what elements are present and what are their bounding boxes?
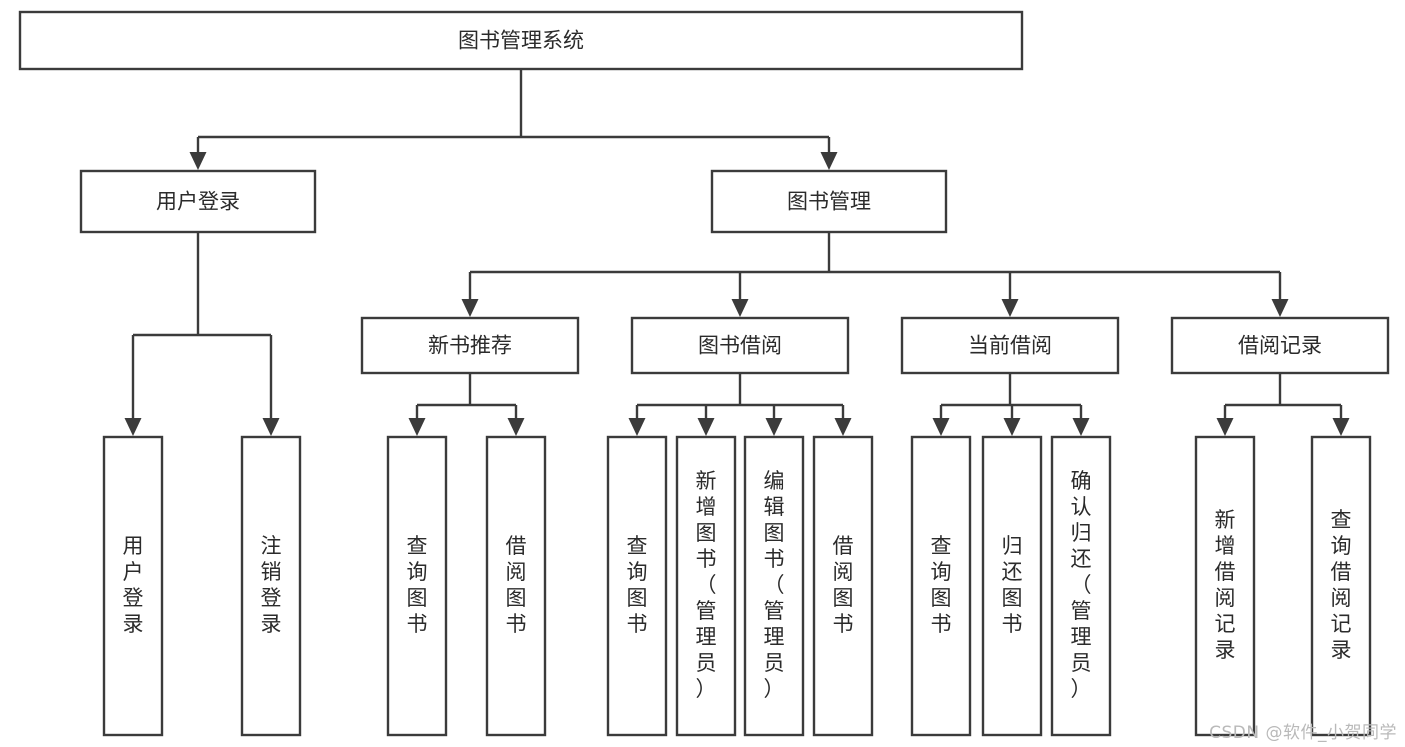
node-borrow-record[interactable]: 借阅记录 [1170,316,1390,375]
node-label-query-book-2: 查询图书 [627,534,648,636]
node-label-borrow-record: 借阅记录 [1238,334,1322,358]
node-box-borrow-record [1170,316,1390,375]
node-box-borrow-book-2 [812,435,874,737]
node-return-book[interactable]: 归还图书 [981,435,1043,737]
node-box-user-logout [240,435,302,737]
link-new-book-recommend-query-book-1-arrowhead-icon [408,418,426,436]
node-box-confirm-return [1050,435,1112,737]
link-book-manage-borrow-record-arrowhead-icon [1271,299,1289,317]
node-label-current-borrow: 当前借阅 [968,334,1052,358]
node-box-query-book-1 [386,435,448,737]
node-query-borrow-record[interactable]: 查询借阅记录 [1310,435,1372,737]
node-label-root: 图书管理系统 [458,29,584,53]
link-user-login-user-login-do-arrowhead-icon [124,418,142,436]
node-label-add-book: 新增图书（管理员） [696,469,717,701]
link-root-book-manage-arrowhead-icon [820,152,838,170]
node-box-add-book [675,435,737,737]
node-box-query-book-3 [910,435,972,737]
link-current-borrow-return-book-arrowhead-icon [1003,418,1021,436]
node-label-book-borrow: 图书借阅 [698,334,782,358]
node-box-root [18,10,1024,71]
node-label-confirm-return: 确认归还（管理员） [1071,469,1092,701]
node-label-borrow-book-1: 借阅图书 [506,534,527,636]
node-box-user-login-do [102,435,164,737]
node-root[interactable]: 图书管理系统 [18,10,1024,71]
node-edit-book[interactable]: 编辑图书（管理员） [743,435,805,737]
link-book-borrow-add-book-arrowhead-icon [697,418,715,436]
node-label-query-book-1: 查询图书 [407,534,428,636]
node-add-borrow-record[interactable]: 新增借阅记录 [1194,435,1256,737]
node-label-book-manage: 图书管理 [787,190,871,214]
node-label-return-book: 归还图书 [1002,534,1023,636]
node-user-login-do[interactable]: 用户登录 [102,435,164,737]
node-borrow-book-2[interactable]: 借阅图书 [812,435,874,737]
node-label-user-login-do: 用户登录 [123,534,144,636]
node-borrow-book-1[interactable]: 借阅图书 [485,435,547,737]
node-label-new-book-recommend: 新书推荐 [428,334,512,358]
node-user-login[interactable]: 用户登录 [79,169,317,234]
node-box-new-book-recommend [360,316,580,375]
link-book-manage-current-borrow-arrowhead-icon [1001,299,1019,317]
node-box-return-book [981,435,1043,737]
node-confirm-return[interactable]: 确认归还（管理员） [1050,435,1112,737]
node-query-book-2[interactable]: 查询图书 [606,435,668,737]
node-query-book-1[interactable]: 查询图书 [386,435,448,737]
link-new-book-recommend-borrow-book-1-arrowhead-icon [507,418,525,436]
link-book-borrow-query-book-2-arrowhead-icon [628,418,646,436]
link-user-login-user-logout-arrowhead-icon [262,418,280,436]
link-book-borrow-borrow-book-2-arrowhead-icon [834,418,852,436]
node-current-borrow[interactable]: 当前借阅 [900,316,1120,375]
node-label-user-login: 用户登录 [156,190,240,214]
node-label-borrow-book-2: 借阅图书 [833,534,854,636]
node-user-logout[interactable]: 注销登录 [240,435,302,737]
node-label-edit-book: 编辑图书（管理员） [764,469,785,701]
node-box-book-manage [710,169,948,234]
node-label-add-borrow-record: 新增借阅记录 [1215,508,1236,662]
node-label-query-borrow-record: 查询借阅记录 [1331,508,1352,662]
link-book-borrow-edit-book-arrowhead-icon [765,418,783,436]
node-box-query-book-2 [606,435,668,737]
link-root-user-login-arrowhead-icon [189,152,207,170]
link-book-manage-new-book-recommend-arrowhead-icon [461,299,479,317]
link-borrow-record-add-borrow-record-arrowhead-icon [1216,418,1234,436]
link-current-borrow-confirm-return-arrowhead-icon [1072,418,1090,436]
link-borrow-record-query-borrow-record-arrowhead-icon [1332,418,1350,436]
node-label-query-book-3: 查询图书 [931,534,952,636]
node-box-query-borrow-record [1310,435,1372,737]
watermark-label: CSDN @软件_小贺同学 [1209,723,1397,743]
node-box-borrow-book-1 [485,435,547,737]
node-add-book[interactable]: 新增图书（管理员） [675,435,737,737]
node-new-book-recommend[interactable]: 新书推荐 [360,316,580,375]
node-book-borrow[interactable]: 图书借阅 [630,316,850,375]
link-current-borrow-query-book-3-arrowhead-icon [932,418,950,436]
node-box-current-borrow [900,316,1120,375]
node-box-edit-book [743,435,805,737]
node-box-add-borrow-record [1194,435,1256,737]
node-book-manage[interactable]: 图书管理 [710,169,948,234]
node-query-book-3[interactable]: 查询图书 [910,435,972,737]
link-book-manage-book-borrow-arrowhead-icon [731,299,749,317]
node-label-user-logout: 注销登录 [261,534,282,636]
